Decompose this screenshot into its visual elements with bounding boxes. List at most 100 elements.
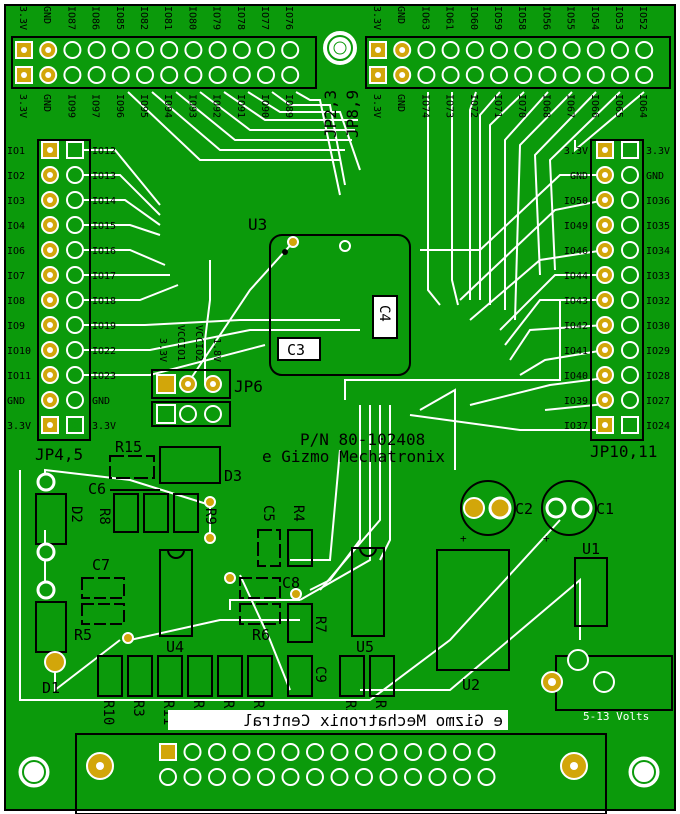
c1-outline <box>541 480 597 536</box>
header-bottom-pin-label: IO72 <box>468 94 479 118</box>
u3-label: U3 <box>248 215 267 234</box>
connector-pin <box>453 768 471 786</box>
side-outer-pin-label: IO41 <box>564 346 588 357</box>
header-left-outline <box>11 36 317 89</box>
company-text: e Gizmo Mechatronix <box>262 447 445 466</box>
header-bottom-pin-label: IO65 <box>613 94 624 118</box>
c6-label: C6 <box>88 480 106 498</box>
side-inner-pin-label: IO14 <box>92 196 116 207</box>
header-right-pins <box>369 41 654 84</box>
header-top-pin-label: IO76 <box>283 6 294 30</box>
jp6-label-1v8: 1.8V <box>211 338 222 362</box>
connector-pin <box>208 743 226 761</box>
jp6-pins <box>156 374 222 424</box>
header-bottom-pin-label: IO94 <box>162 94 173 118</box>
side-inner-pin-label: GND <box>646 171 664 182</box>
side-inner-pin-label: IO32 <box>646 296 670 307</box>
side-outer-pin-label: IO7 <box>7 271 25 282</box>
u3-outline <box>269 234 411 376</box>
r9-label: R9 <box>202 508 218 525</box>
c9-label: C9 <box>312 666 328 683</box>
u1-label: U1 <box>582 540 600 558</box>
header-bottom-pin-label: IO67 <box>565 94 576 118</box>
side-inner-pin-label: IO12 <box>92 146 116 157</box>
right-header-outline <box>590 139 644 441</box>
c3-outline <box>277 337 321 361</box>
side-inner-pin-label: IO13 <box>92 171 116 182</box>
right-header-inner-labels: 3.3VGNDIO36IO35IO34IO33IO32IO30IO29IO28I… <box>646 146 670 432</box>
side-outer-pin-label: IO39 <box>564 396 588 407</box>
side-inner-pin-label: IO16 <box>92 246 116 257</box>
c7-label: C7 <box>92 556 110 574</box>
header-top-pin-label: IO81 <box>162 6 173 30</box>
side-outer-pin-label: IO3 <box>7 196 25 207</box>
header-bottom-pin-label: GND <box>41 94 52 112</box>
connector-pin <box>428 743 447 761</box>
header-top-pin-label: GND <box>395 6 406 24</box>
side-outer-pin-label: IO40 <box>564 371 588 382</box>
connector-pin <box>355 768 373 786</box>
header-top-pin-label: IO63 <box>419 6 430 30</box>
connector-pin <box>183 768 202 786</box>
u1-outline <box>574 557 608 627</box>
header-top-pin-label: IO52 <box>637 6 648 30</box>
side-inner-pin-label: IO36 <box>646 196 670 207</box>
header-bottom-pin-label: IO74 <box>419 94 430 118</box>
header-bottom-pin-label: IO96 <box>114 94 125 118</box>
side-outer-pin-label: IO49 <box>564 221 588 232</box>
header-top-pin-label: IO77 <box>259 6 270 30</box>
connector-pin <box>330 743 349 761</box>
jp8-9-label: JP8,9 <box>343 90 362 138</box>
side-inner-pin-label: IO15 <box>92 221 116 232</box>
header-bottom-pin-label: IO93 <box>186 94 197 118</box>
c4-outline <box>372 295 398 339</box>
part-number-text: P/N 80-102408 <box>300 430 425 449</box>
connector-pin <box>355 743 373 761</box>
c3-label: C3 <box>287 341 305 359</box>
header-top-pin-label: IO56 <box>540 6 551 30</box>
connector-pin <box>281 743 300 761</box>
c5-label: C5 <box>260 505 276 522</box>
connector-pin <box>257 743 275 761</box>
side-inner-pin-label: IO35 <box>646 221 670 232</box>
header-bottom-pin-label: IO66 <box>589 94 600 118</box>
connector-pin <box>306 743 324 761</box>
side-outer-pin-label: GND <box>570 171 588 182</box>
connector-pin <box>306 768 324 786</box>
r5-label: R5 <box>74 626 92 644</box>
u2-label: U2 <box>462 676 480 694</box>
header-bottom-pin-label: IO99 <box>65 94 76 118</box>
jp6-label-3v3: 3.3V <box>157 338 168 362</box>
jp10-11-label: JP10,11 <box>590 442 657 461</box>
connector-pin <box>330 768 349 786</box>
header-top-pin-label: IO60 <box>468 6 479 30</box>
header-bottom-pin-label: IO73 <box>444 94 455 118</box>
side-outer-pin-label: 3.3V <box>7 421 31 432</box>
side-inner-pin-label: IO19 <box>92 321 116 332</box>
connector-pin <box>404 743 422 761</box>
side-outer-pin-label: 3.3V <box>564 146 588 157</box>
side-outer-pin-label: IO46 <box>564 246 588 257</box>
header-top-pin-label: IO80 <box>186 6 197 30</box>
connector-pin <box>232 743 251 761</box>
bottom-resistor-outlines <box>97 655 395 697</box>
r15-label: R15 <box>115 438 142 456</box>
jp6-label-vccio1: VCCIO1 <box>175 325 186 361</box>
r6-label: R6 <box>252 626 270 644</box>
side-outer-pin-label: IO42 <box>564 321 588 332</box>
left-header-inner-labels: IO12IO13IO14IO15IO16IO17IO18IO19IO22IO23… <box>92 146 116 432</box>
jp6-outline <box>151 369 231 399</box>
connector-pin <box>379 768 398 786</box>
u5-outline <box>351 547 385 637</box>
r15-outline <box>109 455 155 479</box>
side-outer-pin-label: IO9 <box>7 321 25 332</box>
connector-pin <box>159 768 177 786</box>
connector-pin <box>428 768 447 786</box>
d3-outline <box>159 446 221 484</box>
side-outer-pin-label: IO2 <box>7 171 25 182</box>
header-bottom-pin-label: 3.3V <box>371 94 382 118</box>
side-inner-pin-label: IO27 <box>646 396 670 407</box>
u2-outline <box>436 549 510 671</box>
